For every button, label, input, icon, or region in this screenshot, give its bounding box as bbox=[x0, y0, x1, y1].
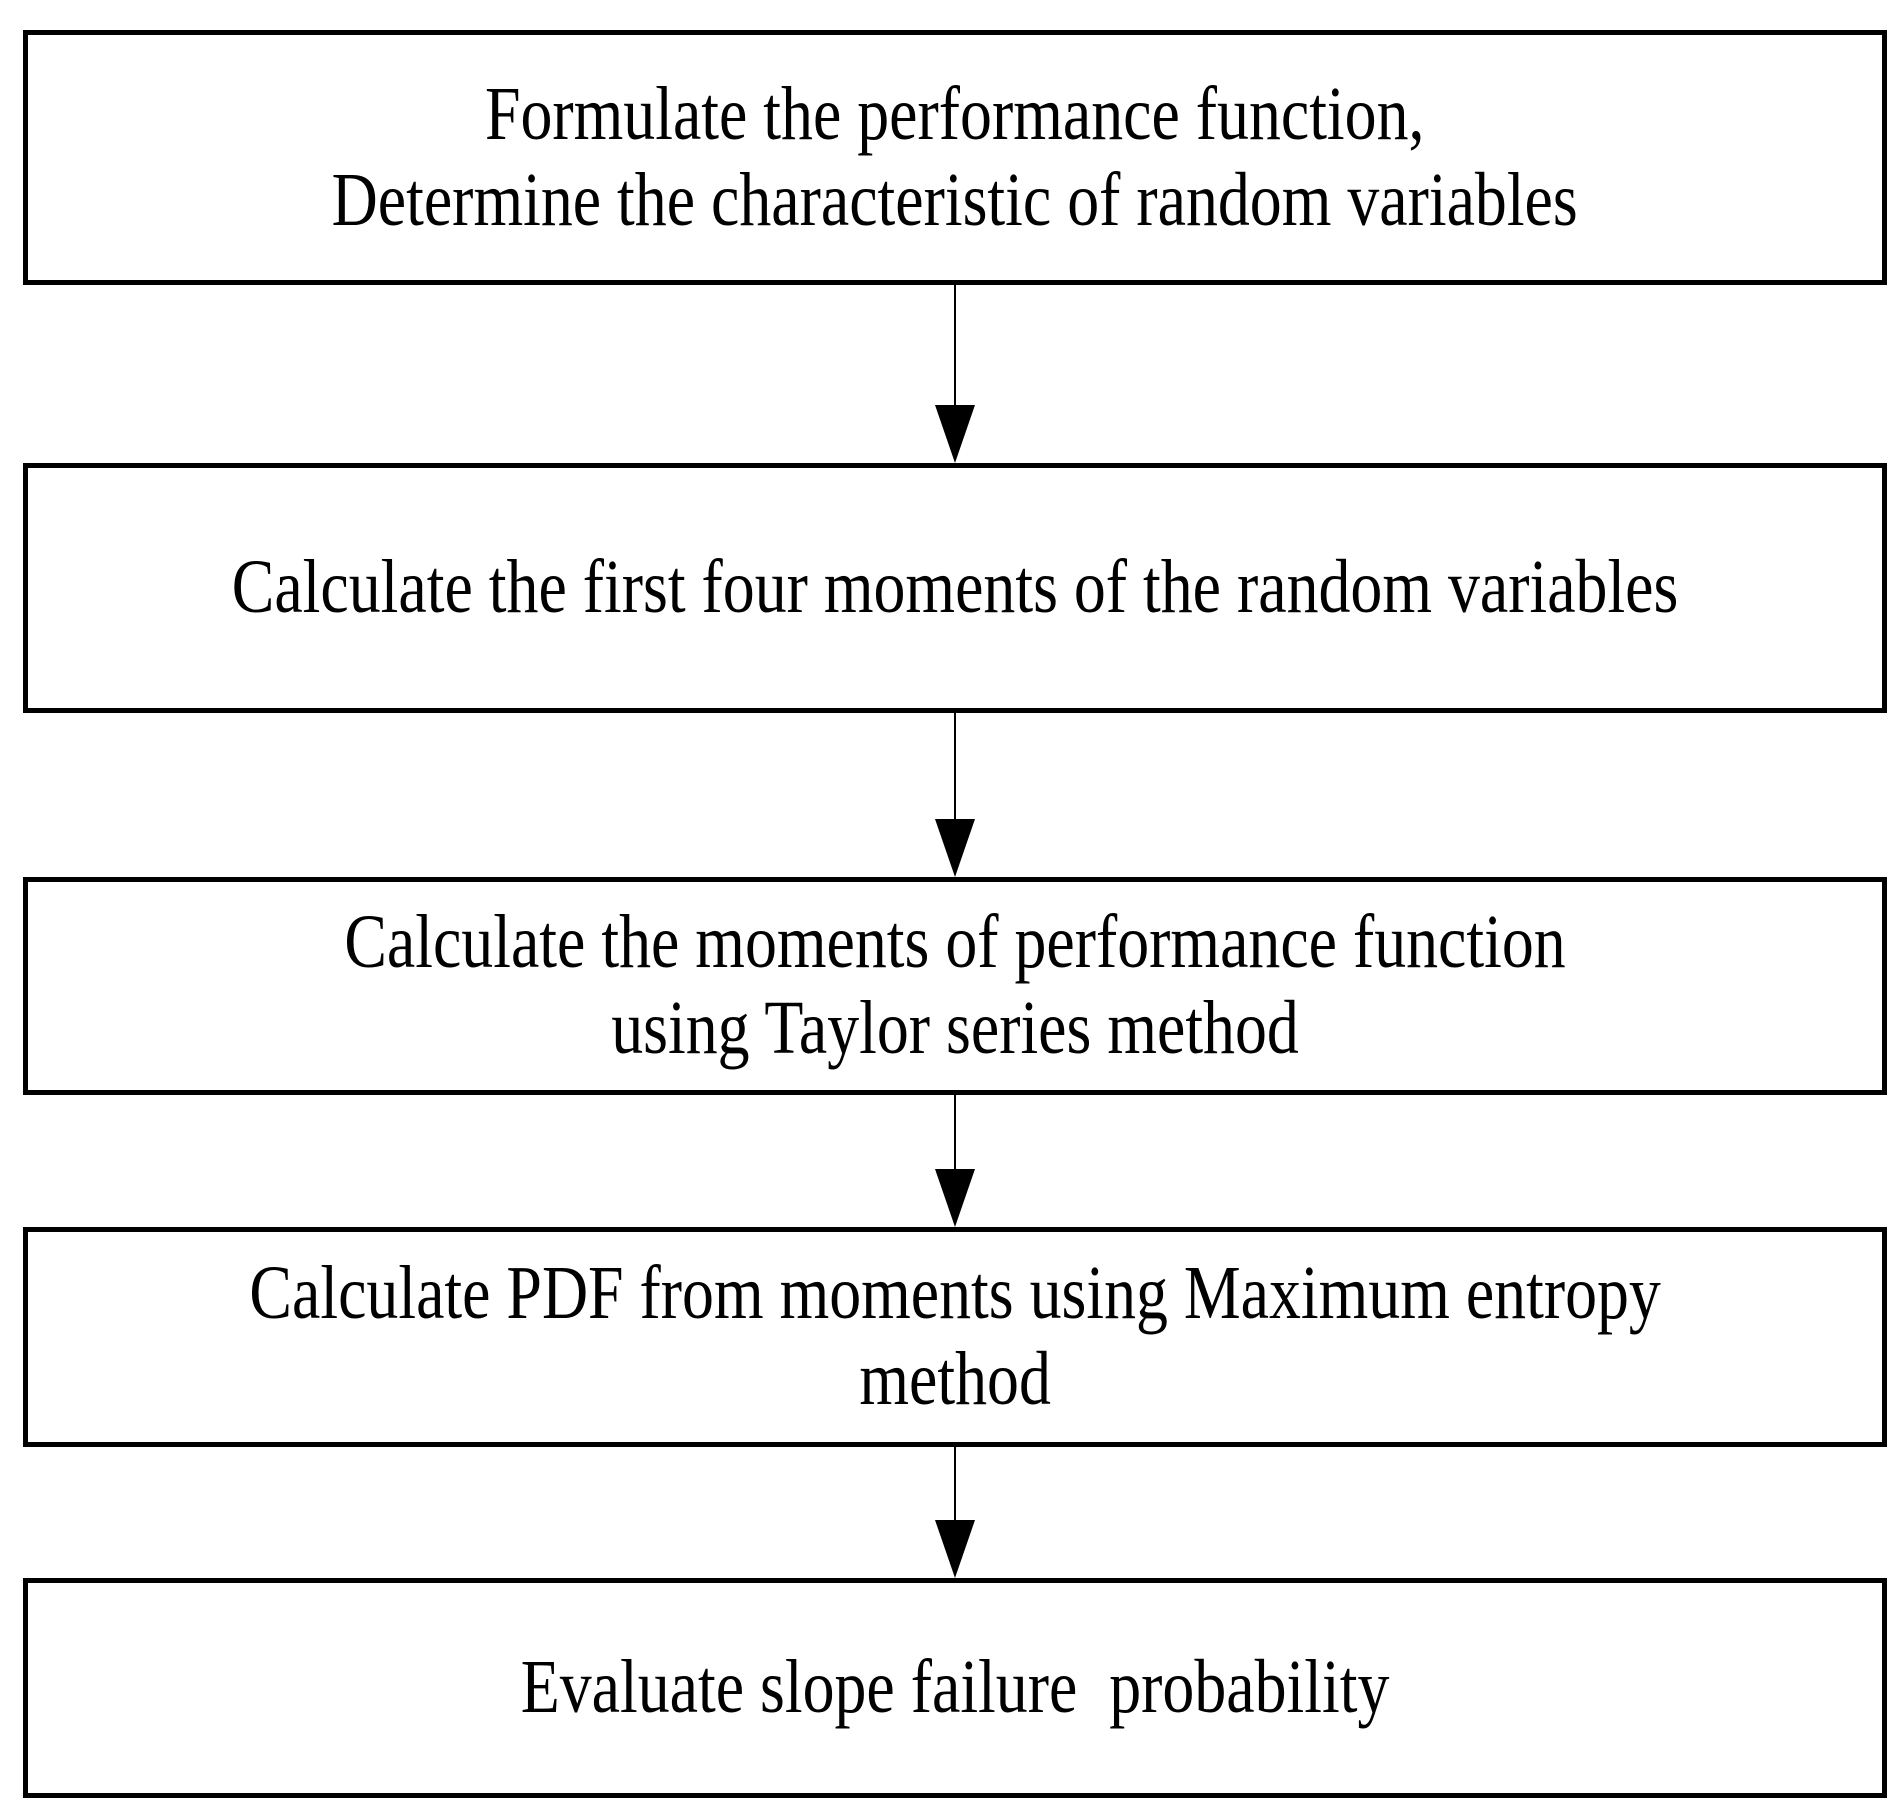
arrow-line bbox=[954, 1447, 956, 1520]
flow-step-2: Calculate the first four moments of the … bbox=[23, 463, 1887, 713]
arrow-line bbox=[954, 285, 956, 405]
flow-step-4-label: Calculate PDF from moments using Maximum… bbox=[249, 1251, 1661, 1421]
flow-arrow-4 bbox=[935, 1447, 975, 1578]
flow-step-5: Evaluate slope failure probability bbox=[23, 1578, 1887, 1798]
arrow-down-icon bbox=[935, 405, 975, 463]
flow-step-1: Formulate the performance function, Dete… bbox=[23, 30, 1887, 285]
flow-arrow-1 bbox=[935, 285, 975, 463]
arrow-line bbox=[954, 713, 956, 819]
arrow-down-icon bbox=[935, 819, 975, 877]
arrow-down-icon bbox=[935, 1520, 975, 1578]
flow-step-3-label: Calculate the moments of performance fun… bbox=[344, 900, 1566, 1070]
flow-arrow-3 bbox=[935, 1095, 975, 1227]
flow-arrow-2 bbox=[935, 713, 975, 877]
arrow-down-icon bbox=[935, 1169, 975, 1227]
flow-step-2-label: Calculate the first four moments of the … bbox=[231, 545, 1679, 630]
arrow-line bbox=[954, 1095, 956, 1169]
flow-step-4: Calculate PDF from moments using Maximum… bbox=[23, 1227, 1887, 1447]
flow-step-1-label: Formulate the performance function, Dete… bbox=[331, 71, 1579, 242]
flow-step-3: Calculate the moments of performance fun… bbox=[23, 877, 1887, 1095]
flow-step-5-label: Evaluate slope failure probability bbox=[520, 1645, 1390, 1730]
